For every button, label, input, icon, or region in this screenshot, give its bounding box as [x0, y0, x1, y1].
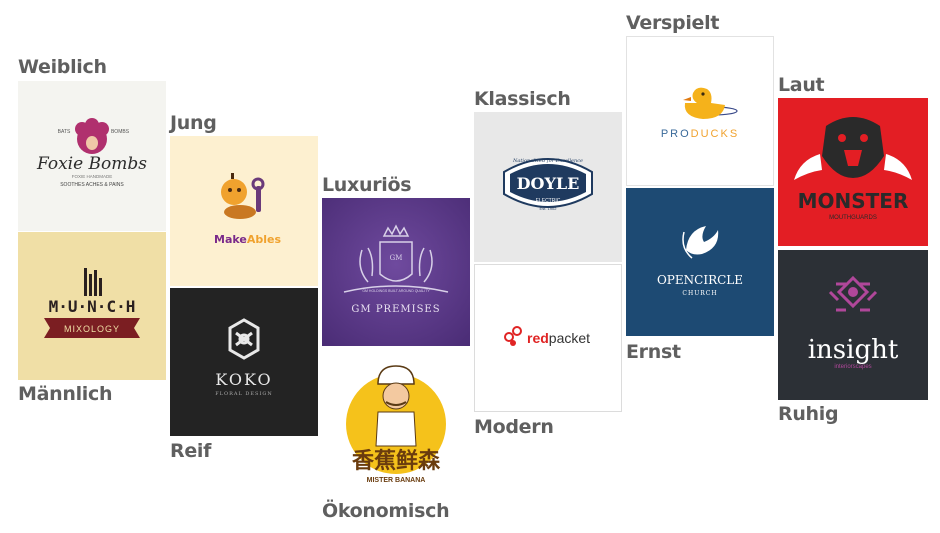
logo-card-doyle[interactable]: Nationalized for Excellence DOYLE ELECTR…: [474, 112, 622, 262]
mister-banana-logo: 香蕉鲜森 MISTER BANANA: [346, 365, 446, 484]
svg-text:PRODUCKS: PRODUCKS: [661, 128, 739, 140]
logo-card-redpacket[interactable]: redpacket: [474, 264, 622, 412]
logo-card-monster[interactable]: MONSTER MOUTHGUARDS: [778, 98, 928, 246]
svg-text:MIXOLOGY: MIXOLOGY: [64, 324, 120, 334]
svg-text:MONSTER: MONSTER: [798, 189, 909, 213]
koko-logo: KOKO FLORAL DESIGN: [215, 318, 273, 397]
label-jung: Jung: [170, 112, 217, 134]
logo-card-opencircle[interactable]: OPENCIRCLE CHURCH: [626, 188, 774, 336]
label-verspielt: Verspielt: [626, 12, 720, 34]
logo-card-gm-premises[interactable]: GM GM HOLDINGS BUILT AROUND QUALITY GM P…: [322, 198, 470, 346]
monster-logo: MONSTER MOUTHGUARDS: [794, 117, 912, 221]
svg-text:SOOTHES ACHES & PAINS: SOOTHES ACHES & PAINS: [60, 182, 124, 188]
svg-text:KOKO: KOKO: [215, 370, 272, 389]
label-luxurioes: Luxuriös: [322, 174, 412, 196]
svg-text:FOXIE HANDMADE: FOXIE HANDMADE: [72, 174, 113, 179]
logo-card-makeables[interactable]: MakeAbles: [170, 136, 318, 286]
svg-text:M·U·N·C·H: M·U·N·C·H: [49, 297, 136, 316]
svg-text:MOUTHGUARDS: MOUTHGUARDS: [829, 215, 877, 221]
foxie-name: Foxie Bombs: [36, 154, 147, 174]
gm-premises-logo: GM GM HOLDINGS BUILT AROUND QUALITY GM P…: [343, 224, 449, 315]
logo-card-insight[interactable]: insight interiorscapes: [778, 250, 928, 400]
makeables-logo: MakeAbles: [214, 173, 281, 246]
logo-card-mister-banana[interactable]: 香蕉鲜森 MISTER BANANA: [322, 350, 470, 498]
opencircle-logo: OPENCIRCLE CHURCH: [657, 226, 743, 297]
svg-text:MakeAbles: MakeAbles: [214, 233, 281, 246]
logo-card-munch[interactable]: M·U·N·C·H MIXOLOGY: [18, 232, 166, 380]
svg-text:GM HOLDINGS BUILT AROUND QUALI: GM HOLDINGS BUILT AROUND QUALITY: [362, 289, 430, 293]
svg-text:insight: insight: [808, 335, 899, 365]
logo-card-koko[interactable]: KOKO FLORAL DESIGN: [170, 288, 318, 436]
svg-text:BOMBS: BOMBS: [111, 129, 130, 135]
label-weiblich: Weiblich: [18, 56, 107, 78]
munch-logo: M·U·N·C·H MIXOLOGY: [44, 268, 140, 338]
label-ernst: Ernst: [626, 341, 681, 363]
logo-card-produks[interactable]: PRODUCKS: [626, 36, 774, 186]
logo-card-foxie-bombs[interactable]: Foxie Bombs BATS BOMBS FOXIE HANDMADE SO…: [18, 81, 166, 231]
svg-text:interiorscapes: interiorscapes: [834, 364, 871, 370]
produks-logo: PRODUCKS: [661, 87, 739, 140]
svg-text:BATS: BATS: [58, 129, 71, 135]
label-klassisch: Klassisch: [474, 88, 571, 110]
insight-logo: insight interiorscapes: [808, 275, 899, 370]
label-reif: Reif: [170, 440, 212, 462]
label-ruhig: Ruhig: [778, 403, 839, 425]
svg-text:DOYLE: DOYLE: [517, 174, 580, 193]
doyle-logo: Nationalized for Excellence DOYLE ELECTR…: [503, 158, 593, 211]
redpacket-logo: redpacket: [504, 326, 590, 346]
svg-text:Nationalized for Excellence: Nationalized for Excellence: [512, 158, 583, 164]
label-modern: Modern: [474, 416, 554, 438]
svg-text:redpacket: redpacket: [527, 330, 590, 346]
label-laut: Laut: [778, 74, 825, 96]
svg-text:GM PREMISES: GM PREMISES: [351, 304, 440, 315]
label-oekonomisch: Ökonomisch: [322, 500, 450, 522]
svg-text:香蕉鲜森: 香蕉鲜森: [352, 448, 441, 474]
label-maennlich: Männlich: [18, 383, 113, 405]
svg-text:OPENCIRCLE: OPENCIRCLE: [657, 273, 743, 287]
svg-text:CHURCH: CHURCH: [682, 290, 717, 297]
foxie-bombs-logo: Foxie Bombs BATS BOMBS FOXIE HANDMADE SO…: [36, 118, 147, 188]
svg-text:Est. 1902: Est. 1902: [540, 206, 558, 211]
svg-text:GM: GM: [390, 254, 403, 262]
svg-text:ELECTRIC: ELECTRIC: [536, 198, 561, 204]
svg-text:MISTER BANANA: MISTER BANANA: [367, 477, 426, 484]
svg-text:FLORAL DESIGN: FLORAL DESIGN: [215, 391, 273, 397]
